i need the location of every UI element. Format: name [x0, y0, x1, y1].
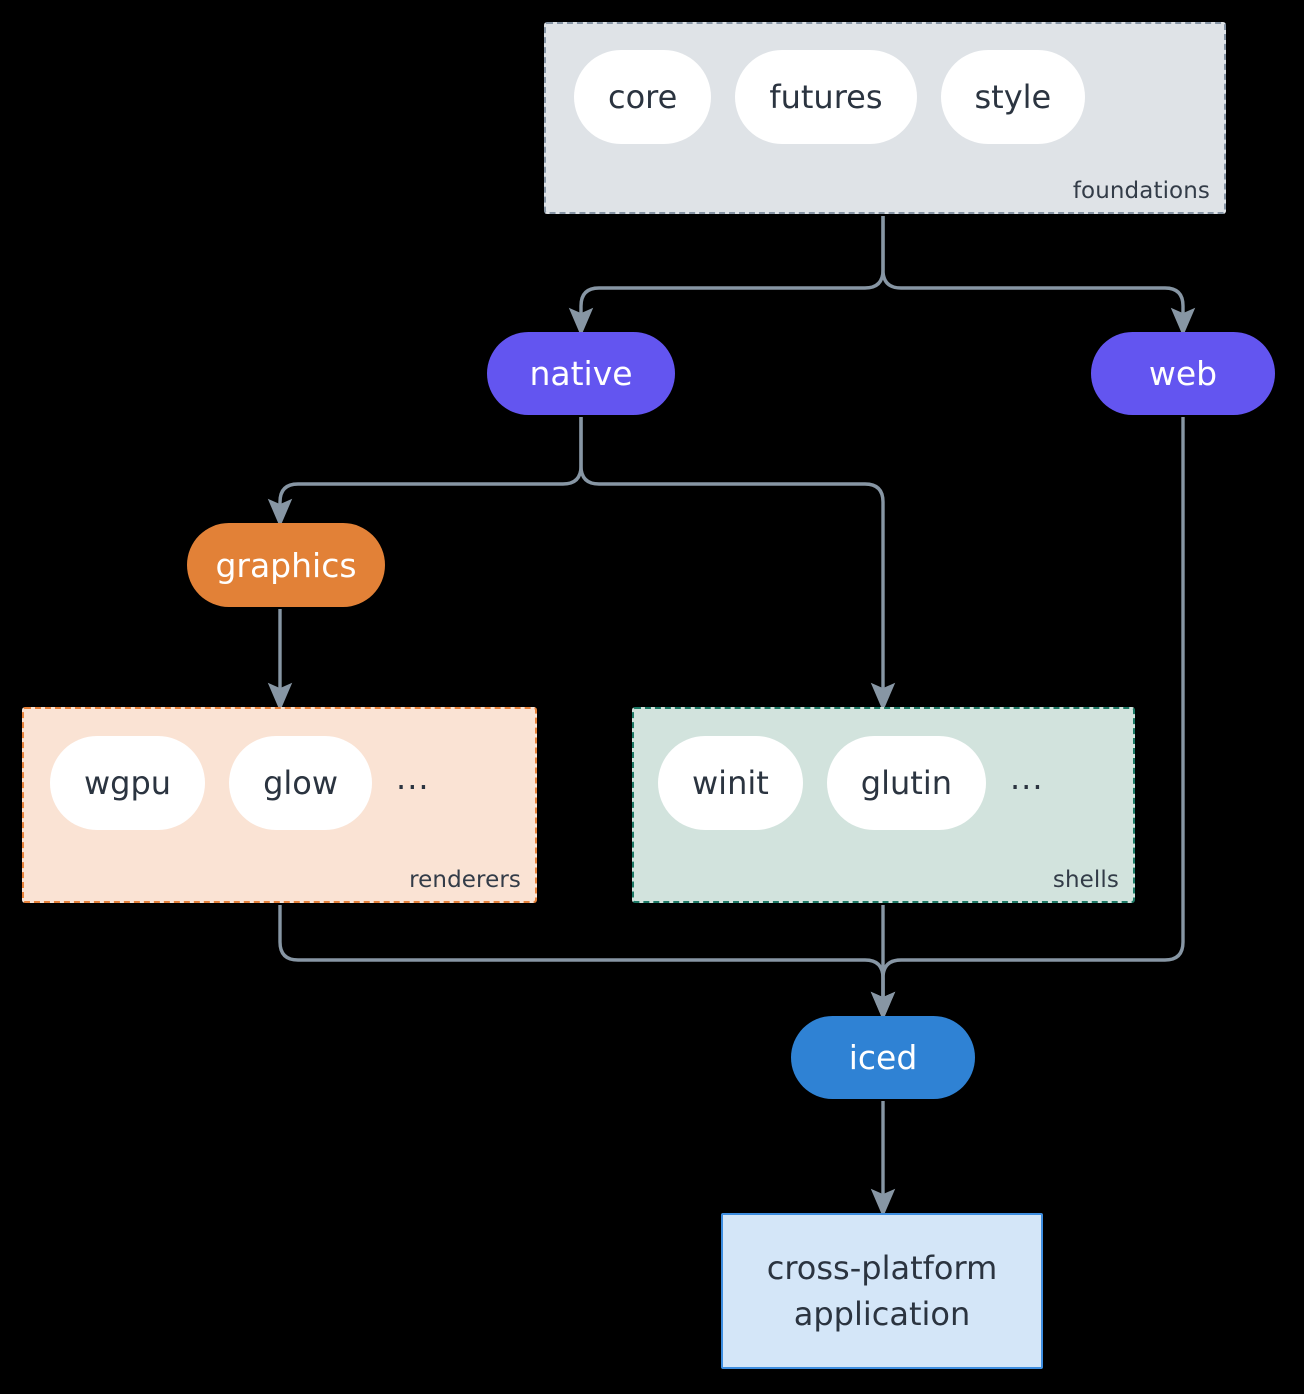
node-cross-platform-application[interactable]: cross-platform application [721, 1213, 1043, 1369]
foundations-items: core futures style [574, 50, 1086, 144]
cluster-label-foundations: foundations [1072, 178, 1210, 204]
shells-more-ellipsis: ... [1009, 759, 1044, 797]
cluster-label-shells: shells [1052, 867, 1119, 893]
edge-renderers-iced [278, 905, 896, 1021]
node-futures[interactable]: futures [735, 50, 917, 144]
renderers-more-ellipsis: ... [396, 759, 430, 797]
edge-native-graphics [267, 417, 583, 528]
cluster-renderers: wgpu glow ... renderers [22, 707, 537, 903]
node-wgpu[interactable]: wgpu [50, 736, 206, 830]
app-label-line1: cross-platform [766, 1248, 998, 1287]
node-graphics[interactable]: graphics [187, 523, 385, 607]
node-native[interactable]: native [487, 332, 675, 415]
edge-foundations-native [568, 216, 885, 337]
renderers-items: wgpu glow ... [50, 736, 430, 830]
cluster-foundations: core futures style foundations [544, 22, 1226, 214]
edge-native-shells [579, 417, 896, 712]
edge-foundations-web [881, 216, 1196, 337]
app-label-line2: application [793, 1295, 971, 1333]
cluster-shells: winit glutin ... shells [632, 707, 1135, 903]
cluster-label-renderers: renderers [409, 867, 521, 893]
node-glow[interactable]: glow [229, 736, 373, 830]
node-web[interactable]: web [1091, 332, 1275, 415]
node-style[interactable]: style [940, 50, 1086, 144]
node-winit[interactable]: winit [658, 736, 803, 830]
node-core[interactable]: core [574, 50, 712, 144]
node-glutin[interactable]: glutin [826, 736, 986, 830]
shells-items: winit glutin ... [658, 736, 1044, 830]
node-iced[interactable]: iced [791, 1016, 975, 1099]
